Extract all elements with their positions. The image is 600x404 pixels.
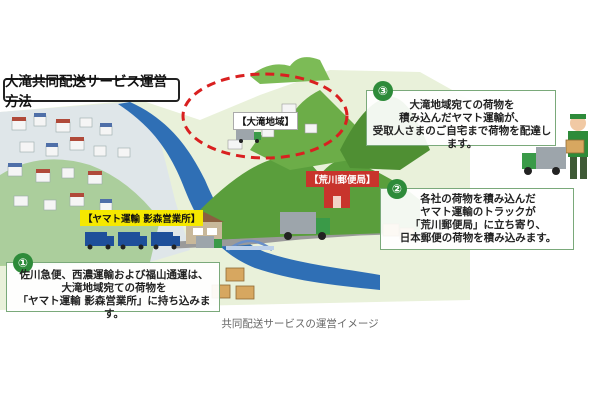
- diagram-title: 大滝共同配送サービス運営方法: [3, 74, 180, 110]
- carrier-trucks: [85, 232, 222, 250]
- step-2-line-4: 日本郵便の荷物を積み込みます。: [399, 232, 557, 244]
- step-2-line-3: 「荒川郵便局」に立ち寄り、: [409, 219, 547, 231]
- step-1-text: 佐川急便、西濃運輸および福山通運は、 大滝地域宛ての荷物を 「ヤマト運輸 影森営…: [11, 269, 217, 321]
- label-otaki-area: 【大滝地域】: [233, 112, 299, 130]
- step-1-number: ①: [13, 253, 33, 273]
- delivery-person: [565, 114, 588, 179]
- step-1-line-3: 「ヤマト運輸 影森営業所」に持ち込みます。: [17, 295, 211, 320]
- town-roofs-blue: [8, 113, 112, 203]
- figure-caption: 共同配送サービスの運営イメージ: [221, 318, 379, 330]
- step-2-line-1: 各社の荷物を積み込んだ: [420, 193, 536, 205]
- town-roofs: [12, 117, 102, 197]
- step-1-callout: ① 佐川急便、西濃運輸および福山通運は、 大滝地域宛ての荷物を 「ヤマト運輸 影…: [6, 253, 220, 320]
- step-3-number: ③: [373, 81, 393, 101]
- step-3-callout: ③ 大滝地域宛ての荷物を 積み込んだヤマト運輸が、 受取人さまのご自宅まで荷物を…: [366, 81, 556, 150]
- step-1-line-1: 佐川急便、西濃運輸および福山通運は、: [19, 269, 209, 281]
- step-2-number: ②: [387, 179, 407, 199]
- main-truck: [280, 212, 330, 240]
- otaki-truck: [236, 128, 261, 143]
- step-2-text: 各社の荷物を積み込んだ ヤマト運輸のトラックが 「荒川郵便局」に立ち寄り、 日本…: [385, 193, 571, 245]
- otaki-houses: [227, 103, 318, 150]
- otaki-area-ring: [181, 72, 349, 160]
- river: [118, 102, 380, 290]
- step-2-callout: ② 各社の荷物を積み込んだ ヤマト運輸のトラックが 「荒川郵便局」に立ち寄り、 …: [380, 179, 574, 250]
- label-yamato-office: 【ヤマト運輸 影森営業所】: [80, 210, 204, 226]
- bridge-deck: [226, 246, 274, 250]
- step-1-line-2: 大滝地域宛ての荷物を: [61, 282, 167, 294]
- mountain-4: [250, 57, 330, 84]
- step-3-line-1: 大滝地域宛ての荷物を: [409, 99, 515, 111]
- delivery-truck: [522, 147, 566, 175]
- step-3-line-3: 受取人さまのご自宅まで荷物を配達します。: [372, 125, 552, 150]
- step-2-line-2: ヤマト運輸のトラックが: [420, 206, 536, 218]
- label-arakawa-post: 【荒川郵便局】: [306, 171, 379, 187]
- step-3-text: 大滝地域宛ての荷物を 積み込んだヤマト運輸が、 受取人さまのご自宅まで荷物を配達…: [371, 99, 553, 151]
- step-3-line-2: 積み込んだヤマト運輸が、: [399, 112, 525, 124]
